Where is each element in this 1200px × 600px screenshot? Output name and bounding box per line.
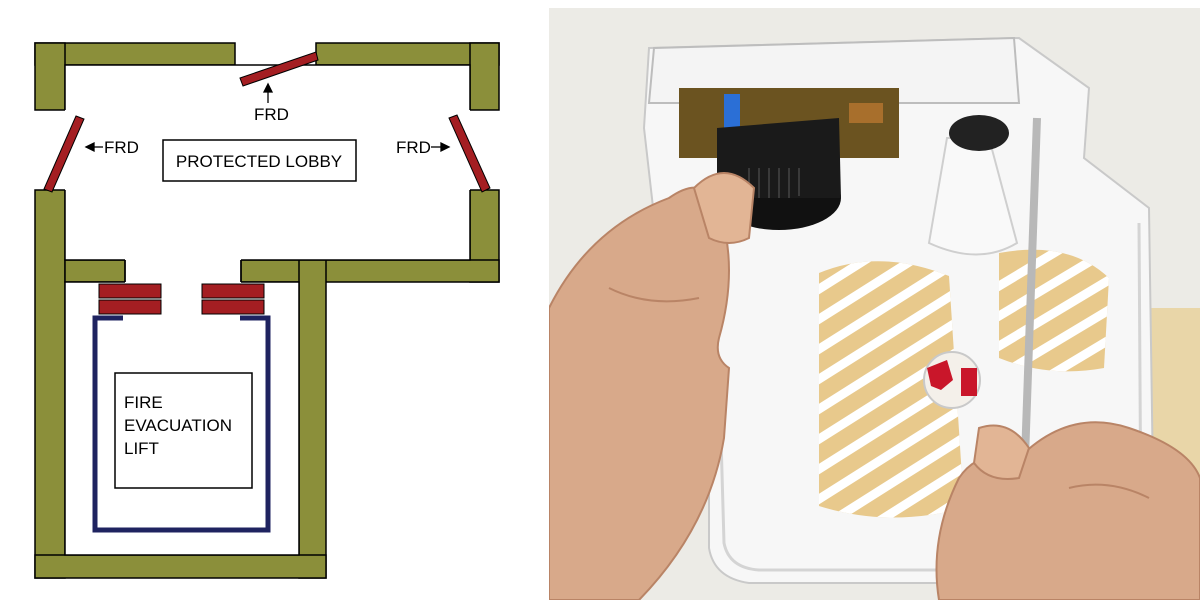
fire-doors: [43, 51, 491, 315]
red-clip: [927, 360, 953, 390]
frd-top-label: FRD: [254, 105, 289, 124]
board-component: [849, 103, 883, 123]
left-wall: [34, 189, 66, 579]
blue-capacitor: [724, 94, 740, 134]
battery-contact: [949, 115, 1009, 151]
upper-left-wall: [34, 42, 66, 111]
lobby-label: PROTECTED LOBBY: [176, 152, 342, 171]
vent-grille-right: [999, 249, 1109, 372]
lobby-right-outline: [241, 190, 471, 261]
frd-top-door: [239, 51, 319, 87]
lift-label-box: [114, 372, 253, 489]
left-thumb: [692, 172, 756, 244]
smoke-alarm-photo: [549, 8, 1200, 600]
lift-car: [92, 315, 271, 533]
lift-label-line-2: EVACUATION: [124, 416, 232, 435]
right-thumb: [972, 424, 1031, 480]
lift-landing-door-right-outer: [201, 283, 265, 299]
lobby-bottom-wall-left: [64, 259, 126, 283]
frd-top-arrowhead: [262, 82, 274, 93]
sensor-chamber: [927, 137, 1019, 256]
protected-lobby-floor-plan: PROTECTED LOBBY FIRE EVACUATION LIFT FRD…: [34, 42, 500, 579]
interior-outline: [64, 64, 471, 556]
upper-right-wall: [469, 42, 500, 111]
shaft-right-wall: [298, 259, 327, 579]
frd-arrows: [84, 82, 451, 153]
frd-left-door: [43, 115, 85, 193]
lift-landing-door-right-inner: [201, 299, 265, 315]
lobby-top-outline: [64, 64, 471, 110]
frd-right-label: FRD: [396, 138, 431, 157]
right-knuckle-line: [1068, 483, 1150, 499]
frd-right-arrowhead: [440, 141, 451, 153]
screwdriver-shaft: [1021, 117, 1041, 459]
lobby-bottom-wall-right: [240, 259, 500, 283]
left-hand-crease: [608, 287, 700, 303]
lift-landing-door-left-outer: [98, 283, 162, 299]
left-hand: [549, 186, 731, 600]
lift-label-line-1: FIRE: [124, 393, 163, 412]
shaft-bottom-wall: [34, 554, 327, 579]
lobby-label-box: [162, 139, 357, 182]
frd-right-door: [448, 114, 491, 193]
red-tab: [961, 368, 977, 396]
frd-left-label: FRD: [104, 138, 139, 157]
lift-car-walls: [92, 315, 271, 533]
frd-left-arrowhead: [84, 141, 95, 153]
shaft-outline: [64, 281, 300, 556]
lift-label-line-3: LIFT: [124, 439, 159, 458]
lobby-left-outline: [64, 190, 125, 261]
lift-landing-door-left-inner: [98, 299, 162, 315]
cover-top: [647, 36, 1021, 104]
